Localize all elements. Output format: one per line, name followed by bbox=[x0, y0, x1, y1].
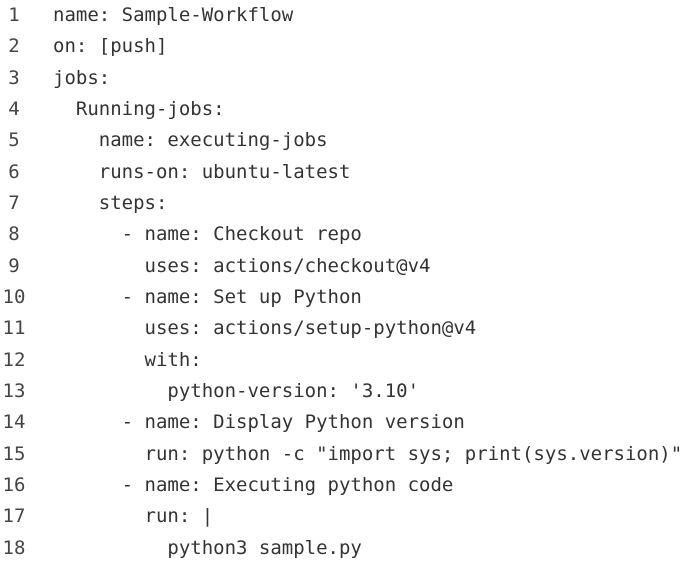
line-text: - name: Executing python code bbox=[53, 473, 454, 496]
code-line: 8 - name: Checkout repo bbox=[0, 219, 685, 250]
line-number: 15 bbox=[2, 442, 26, 465]
line-number: 11 bbox=[2, 317, 26, 340]
line-text: on: [push] bbox=[53, 35, 168, 58]
line-text: with: bbox=[53, 348, 202, 371]
code-line: 11 uses: actions/setup-python@v4 bbox=[0, 313, 685, 344]
line-number: 3 bbox=[8, 66, 20, 89]
line-text: jobs: bbox=[53, 66, 111, 89]
line-number: 6 bbox=[8, 160, 20, 183]
code-line: 13 python-version: '3.10' bbox=[0, 376, 685, 407]
code-line: 15 run: python -c "import sys; print(sys… bbox=[0, 439, 685, 470]
line-number: 17 bbox=[2, 505, 26, 528]
code-line: 4 Running-jobs: bbox=[0, 94, 685, 125]
line-text: - name: Checkout repo bbox=[53, 223, 362, 246]
line-number: 12 bbox=[2, 348, 26, 371]
line-number: 16 bbox=[2, 473, 26, 496]
line-text: run: | bbox=[53, 505, 214, 528]
line-text: uses: actions/setup-python@v4 bbox=[53, 317, 477, 340]
line-text: - name: Set up Python bbox=[53, 285, 362, 308]
code-line: 14 - name: Display Python version bbox=[0, 407, 685, 438]
code-line: 5 name: executing-jobs bbox=[0, 125, 685, 156]
code-line: 18 python3 sample.py bbox=[0, 533, 685, 564]
line-number: 4 bbox=[8, 97, 20, 120]
line-number: 10 bbox=[2, 285, 26, 308]
line-number: 2 bbox=[8, 35, 20, 58]
code-line: 17 run: | bbox=[0, 501, 685, 532]
line-text: run: python -c "import sys; print(sys.ve… bbox=[53, 442, 683, 465]
line-text: uses: actions/checkout@v4 bbox=[53, 254, 431, 277]
line-number: 14 bbox=[2, 411, 26, 434]
line-text: - name: Display Python version bbox=[53, 411, 465, 434]
line-number: 9 bbox=[8, 254, 20, 277]
code-line: 2 on: [push] bbox=[0, 31, 685, 62]
line-text: name: Sample-Workflow bbox=[53, 4, 294, 26]
line-text: name: executing-jobs bbox=[53, 129, 328, 152]
line-text: Running-jobs: bbox=[53, 97, 225, 120]
code-line: 9 uses: actions/checkout@v4 bbox=[0, 251, 685, 282]
line-number: 13 bbox=[2, 379, 26, 402]
line-text: runs-on: ubuntu-latest bbox=[53, 160, 351, 183]
line-number: 5 bbox=[8, 129, 20, 152]
line-number: 18 bbox=[2, 536, 26, 559]
code-line: 7 steps: bbox=[0, 188, 685, 219]
line-text: python-version: '3.10' bbox=[53, 379, 420, 402]
line-number: 7 bbox=[8, 191, 20, 214]
line-number: 1 bbox=[8, 4, 20, 26]
line-text: steps: bbox=[53, 191, 168, 214]
line-number: 8 bbox=[8, 223, 20, 246]
code-line: 10 - name: Set up Python bbox=[0, 282, 685, 313]
code-line: 16 - name: Executing python code bbox=[0, 470, 685, 501]
line-text: python3 sample.py bbox=[53, 536, 362, 559]
code-line: 1 name: Sample-Workflow bbox=[0, 0, 685, 31]
code-line: 12 with: bbox=[0, 345, 685, 376]
code-line: 3 jobs: bbox=[0, 63, 685, 94]
code-line: 6 runs-on: ubuntu-latest bbox=[0, 157, 685, 188]
